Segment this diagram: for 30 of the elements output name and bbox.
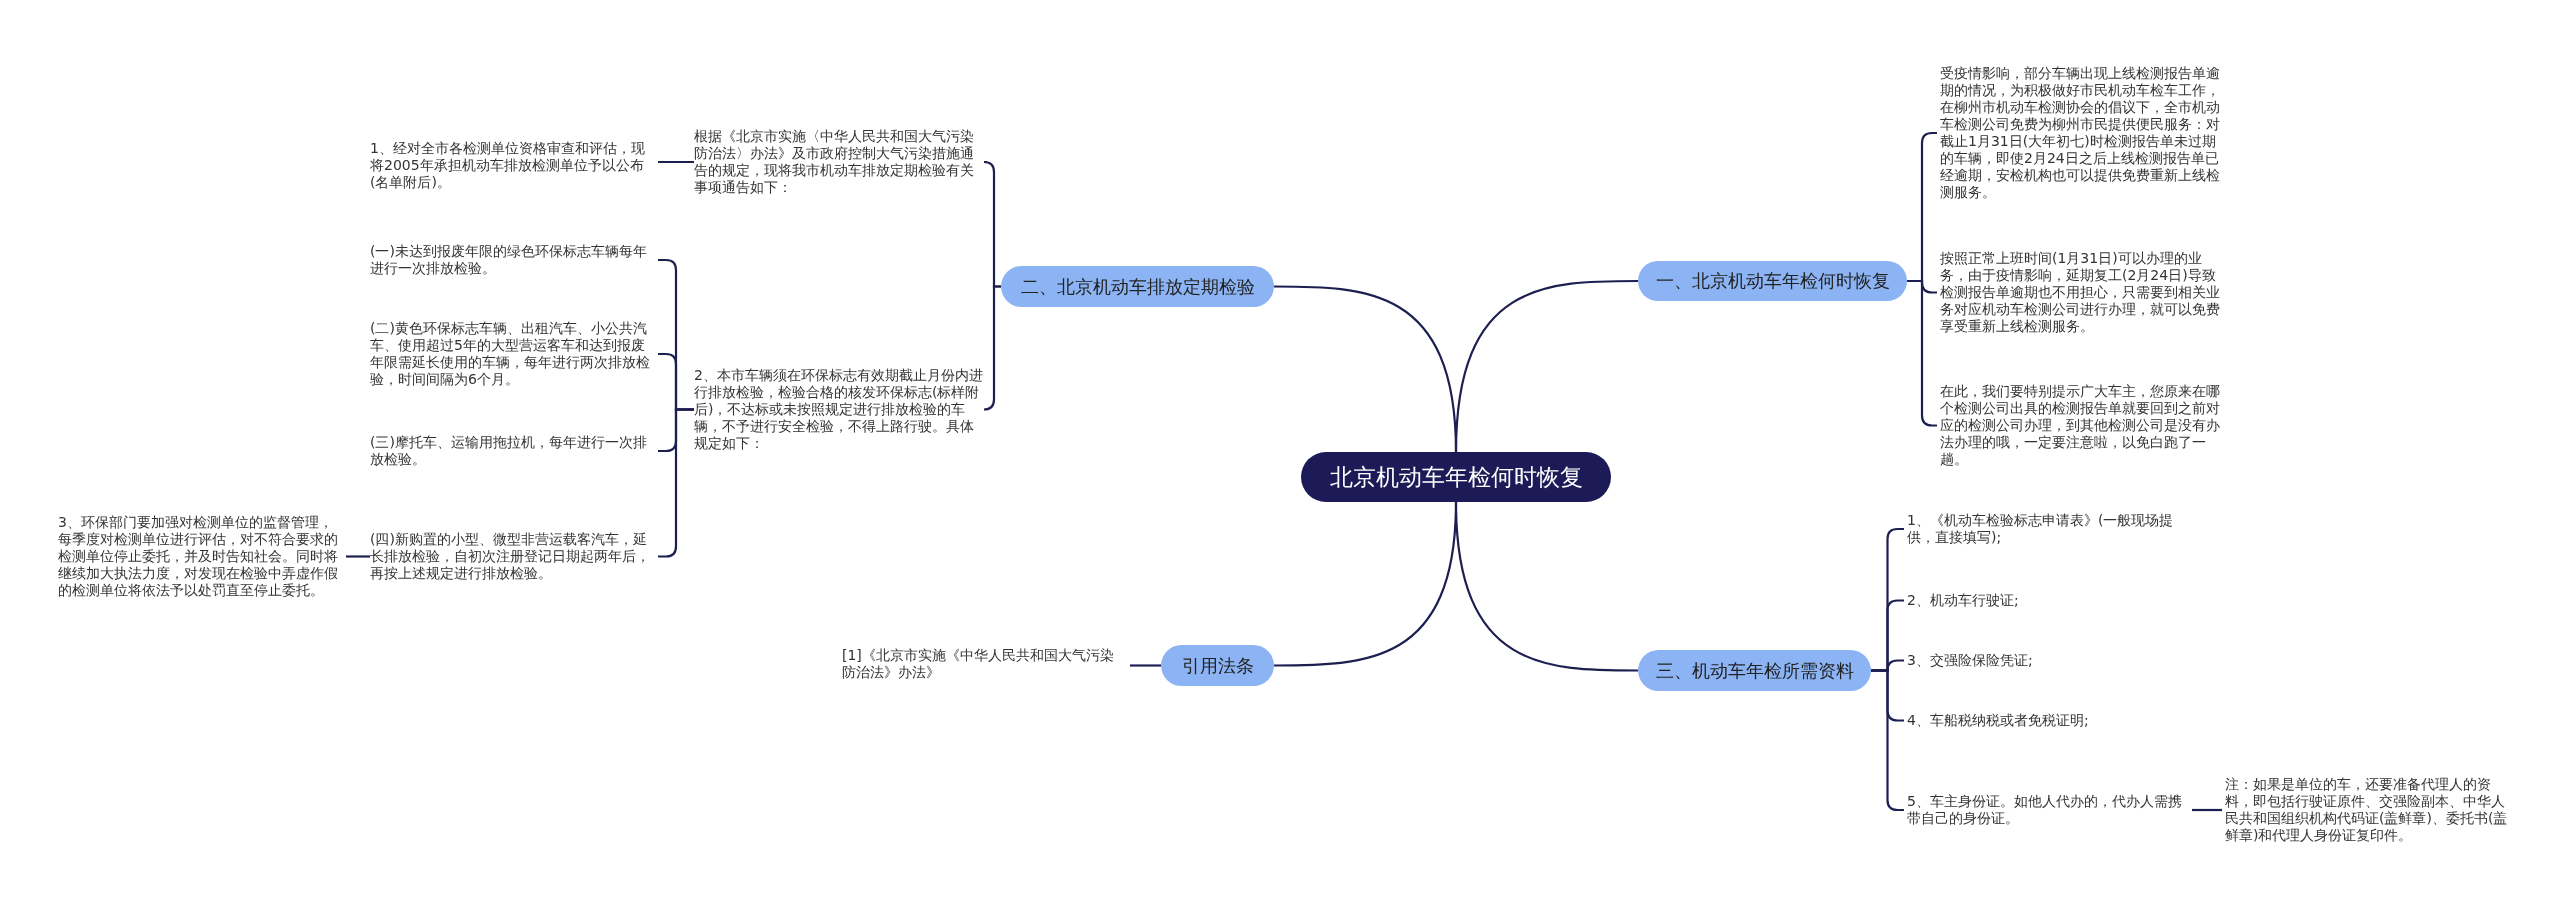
note-text: 2、机动车行驶证; — [1907, 592, 2019, 609]
connector-line — [658, 160, 694, 164]
central-topic: 北京机动车年检何时恢复 — [1301, 452, 1611, 502]
note-text: 根据《北京市实施〈中华人民共和国大气污染防治法〉办法》及市政府控制大气污染措施通告的规定，现将我市机动车排放定期检验有关事项通告如下： — [694, 128, 984, 196]
connector-line — [2192, 808, 2222, 812]
note-text: 1、《机动车检验标志申请表》(一般现场提供，直接填写); — [1907, 512, 2192, 546]
note-text: (二)黄色环保标志车辆、出租汽车、小公共汽车、使用超过5年的大型营运客车和达到报废年限需延长使用的车辆，每年进行两次排放检验，时间间隔为6个月。 — [370, 320, 655, 388]
connector-line — [1274, 285, 1458, 453]
connector-line — [982, 285, 1001, 411]
topic-pill: 三、机动车年检所需资料 — [1638, 650, 1871, 691]
note-text: 1、经对全市各检测单位资格审查和评估，现将2005年承担机动车排放检测单位予以公布(名单附后)。 — [370, 140, 655, 191]
note-text: 在此，我们要特别提示广大车主，您原来在哪个检测公司出具的检测报告单就要回到之前对应的检测公司办理，到其他检测公司是没有办法办理的哦，一定要注意啦，以免白跑了一趟。 — [1940, 383, 2225, 468]
note-text: 3、交强险保险凭证; — [1907, 652, 2033, 669]
topic-pill: 引用法条 — [1161, 645, 1274, 686]
note-text: [1]《北京市实施《中华人民共和国大气污染防治法》办法》 — [842, 647, 1127, 681]
note-text: 2、本市车辆须在环保标志有效期截止月份内进行排放检验，检验合格的核发环保标志(标样附后)，不达标或未按照规定进行排放检验的车辆，不予进行安全检验，不得上路行驶。具体规定如下： — [694, 367, 984, 452]
note-text: 4、车船税纳税或者免税证明; — [1907, 712, 2089, 729]
topic-pill: 二、北京机动车排放定期检验 — [1001, 266, 1274, 307]
note-text: 注：如果是单位的车，还要准备代理人的资料，即包括行驶证原件、交强险副本、中华人民共和国组织机构代码证(盖鲜章)、委托书(盖鲜章)和代理人身份证复印件。 — [2225, 776, 2515, 844]
note-text: 5、车主身份证。如他人代办的，代办人需携带自己的身份证。 — [1907, 793, 2192, 827]
connector-line — [1130, 664, 1161, 667]
note-text: (三)摩托车、运输用拖拉机，每年进行一次排放检验。 — [370, 434, 655, 468]
note-text: 受疫情影响，部分车辆出现上线检测报告单逾期的情况，为积极做好市民机动车检车工作，在柳州市机动车检测协会的倡议下，全市机动车检测公司免费为柳州市民提供便民服务：对截止1月31日(大年初七)时检测报告单未过期的车辆，即使2月24日之后上线检测报告单已经逾期，安检机构也可以提供免费重新上线检测服务。 — [1940, 65, 2225, 201]
topic-pill: 一、北京机动车年检何时恢复 — [1638, 261, 1907, 301]
connector-line — [346, 555, 370, 558]
connector-line — [1454, 501, 1638, 672]
note-text: (四)新购置的小型、微型非营运载客汽车，延长排放检验，自初次注册登记日期起两年后，再按上述规定进行排放检验。 — [370, 531, 655, 582]
note-text: 按照正常上班时间(1月31日)可以办理的业务，由于疫情影响，延期复工(2月24日)导致检测报告单逾期也不用担心，只需要到相关业务对应机动车检测公司进行办理，就可以免费享受重新上线检测服务。 — [1940, 250, 2225, 335]
note-text: (一)未达到报废年限的绿色环保标志车辆每年进行一次排放检验。 — [370, 243, 655, 277]
note-text: 3、环保部门要加强对检测单位的监督管理，每季度对检测单位进行评估，对不符合要求的检测单位停止委托，并及时告知社会。同时将继续加大执法力度，对发现在检验中弄虚作假的检测单位将依法予以处罚直至停止委托。 — [58, 514, 343, 599]
